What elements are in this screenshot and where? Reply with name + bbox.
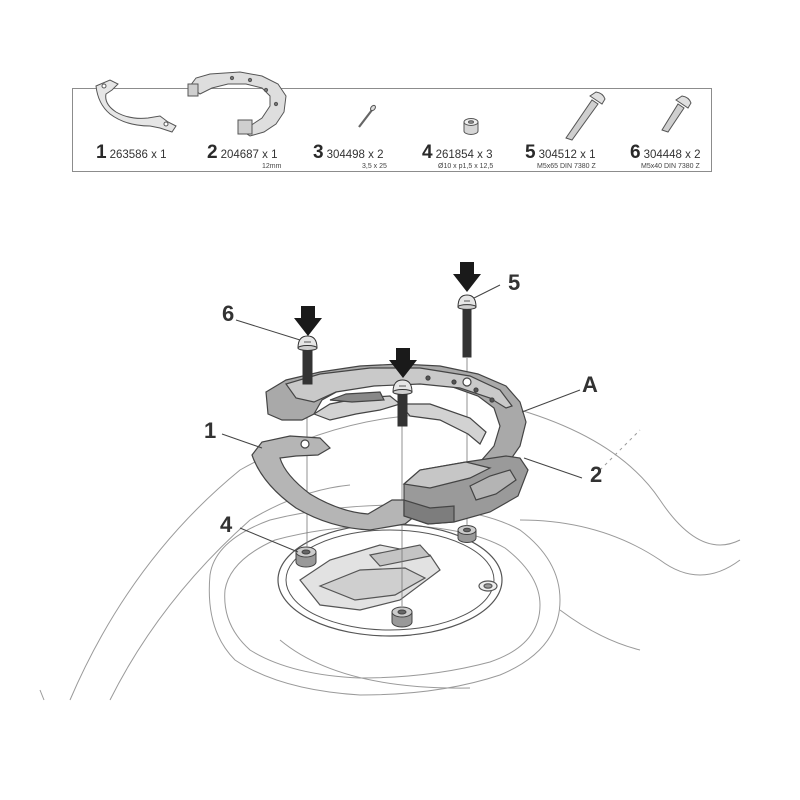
part-6-code: 304448 x 2 xyxy=(643,149,701,161)
part-4-thumbnail xyxy=(463,118,479,135)
callout-A: A xyxy=(582,372,598,397)
part-2-spec: 12mm xyxy=(262,163,282,170)
part-2-code: 204687 x 1 xyxy=(220,149,278,161)
fuel-cap xyxy=(277,523,503,637)
part-5-thumbnail xyxy=(565,91,606,141)
part-3-thumbnail xyxy=(358,104,376,128)
callout-leaders xyxy=(221,284,583,553)
bolt-part-6-assembly xyxy=(297,335,318,385)
part-2-number: 2 xyxy=(207,142,218,163)
part-3-number: 3 xyxy=(313,142,324,163)
parts-list-box xyxy=(72,88,712,172)
part-6-thumbnail xyxy=(661,95,692,133)
part-1-number: 1 xyxy=(96,142,107,163)
part-3-code: 304498 x 2 xyxy=(326,149,384,161)
callout-6: 6 xyxy=(222,301,235,326)
ring-bracket-part-A xyxy=(265,363,527,487)
callout-2: 2 xyxy=(590,462,603,487)
mounting-plate-part-1 xyxy=(251,435,421,531)
arrow-down-icon xyxy=(294,306,322,336)
bolt-part-6-center-assembly xyxy=(392,379,413,427)
part-5-spec: M5x65 DIN 7380 Z xyxy=(537,163,596,170)
part-1-code: 263586 x 1 xyxy=(109,149,167,161)
part-6-number: 6 xyxy=(630,142,641,163)
spacer-front xyxy=(391,606,413,628)
part-3-spec: 3,5 x 25 xyxy=(362,163,387,170)
part-2-thumbnail xyxy=(187,71,287,137)
spacer-right xyxy=(457,525,477,543)
callout-5: 5 xyxy=(508,270,521,295)
arrow-down-icon xyxy=(453,262,481,292)
callout-4: 4 xyxy=(220,512,233,537)
part-4-number: 4 xyxy=(422,142,433,163)
bolt-part-5-assembly xyxy=(457,294,477,358)
part-4-spec: Ø10 x p1,5 x 12,5 xyxy=(438,163,494,170)
spacer-left xyxy=(295,546,317,568)
part-4-code: 261854 x 3 xyxy=(435,149,493,161)
arrow-down-icon xyxy=(389,348,417,378)
bracket-part-2 xyxy=(402,455,529,525)
part-5-number: 5 xyxy=(525,142,536,163)
part-5-code: 304512 x 1 xyxy=(538,149,596,161)
part-6-spec: M5x40 DIN 7380 Z xyxy=(641,163,700,170)
part-1-thumbnail xyxy=(95,79,177,133)
callout-1: 1 xyxy=(204,418,217,443)
